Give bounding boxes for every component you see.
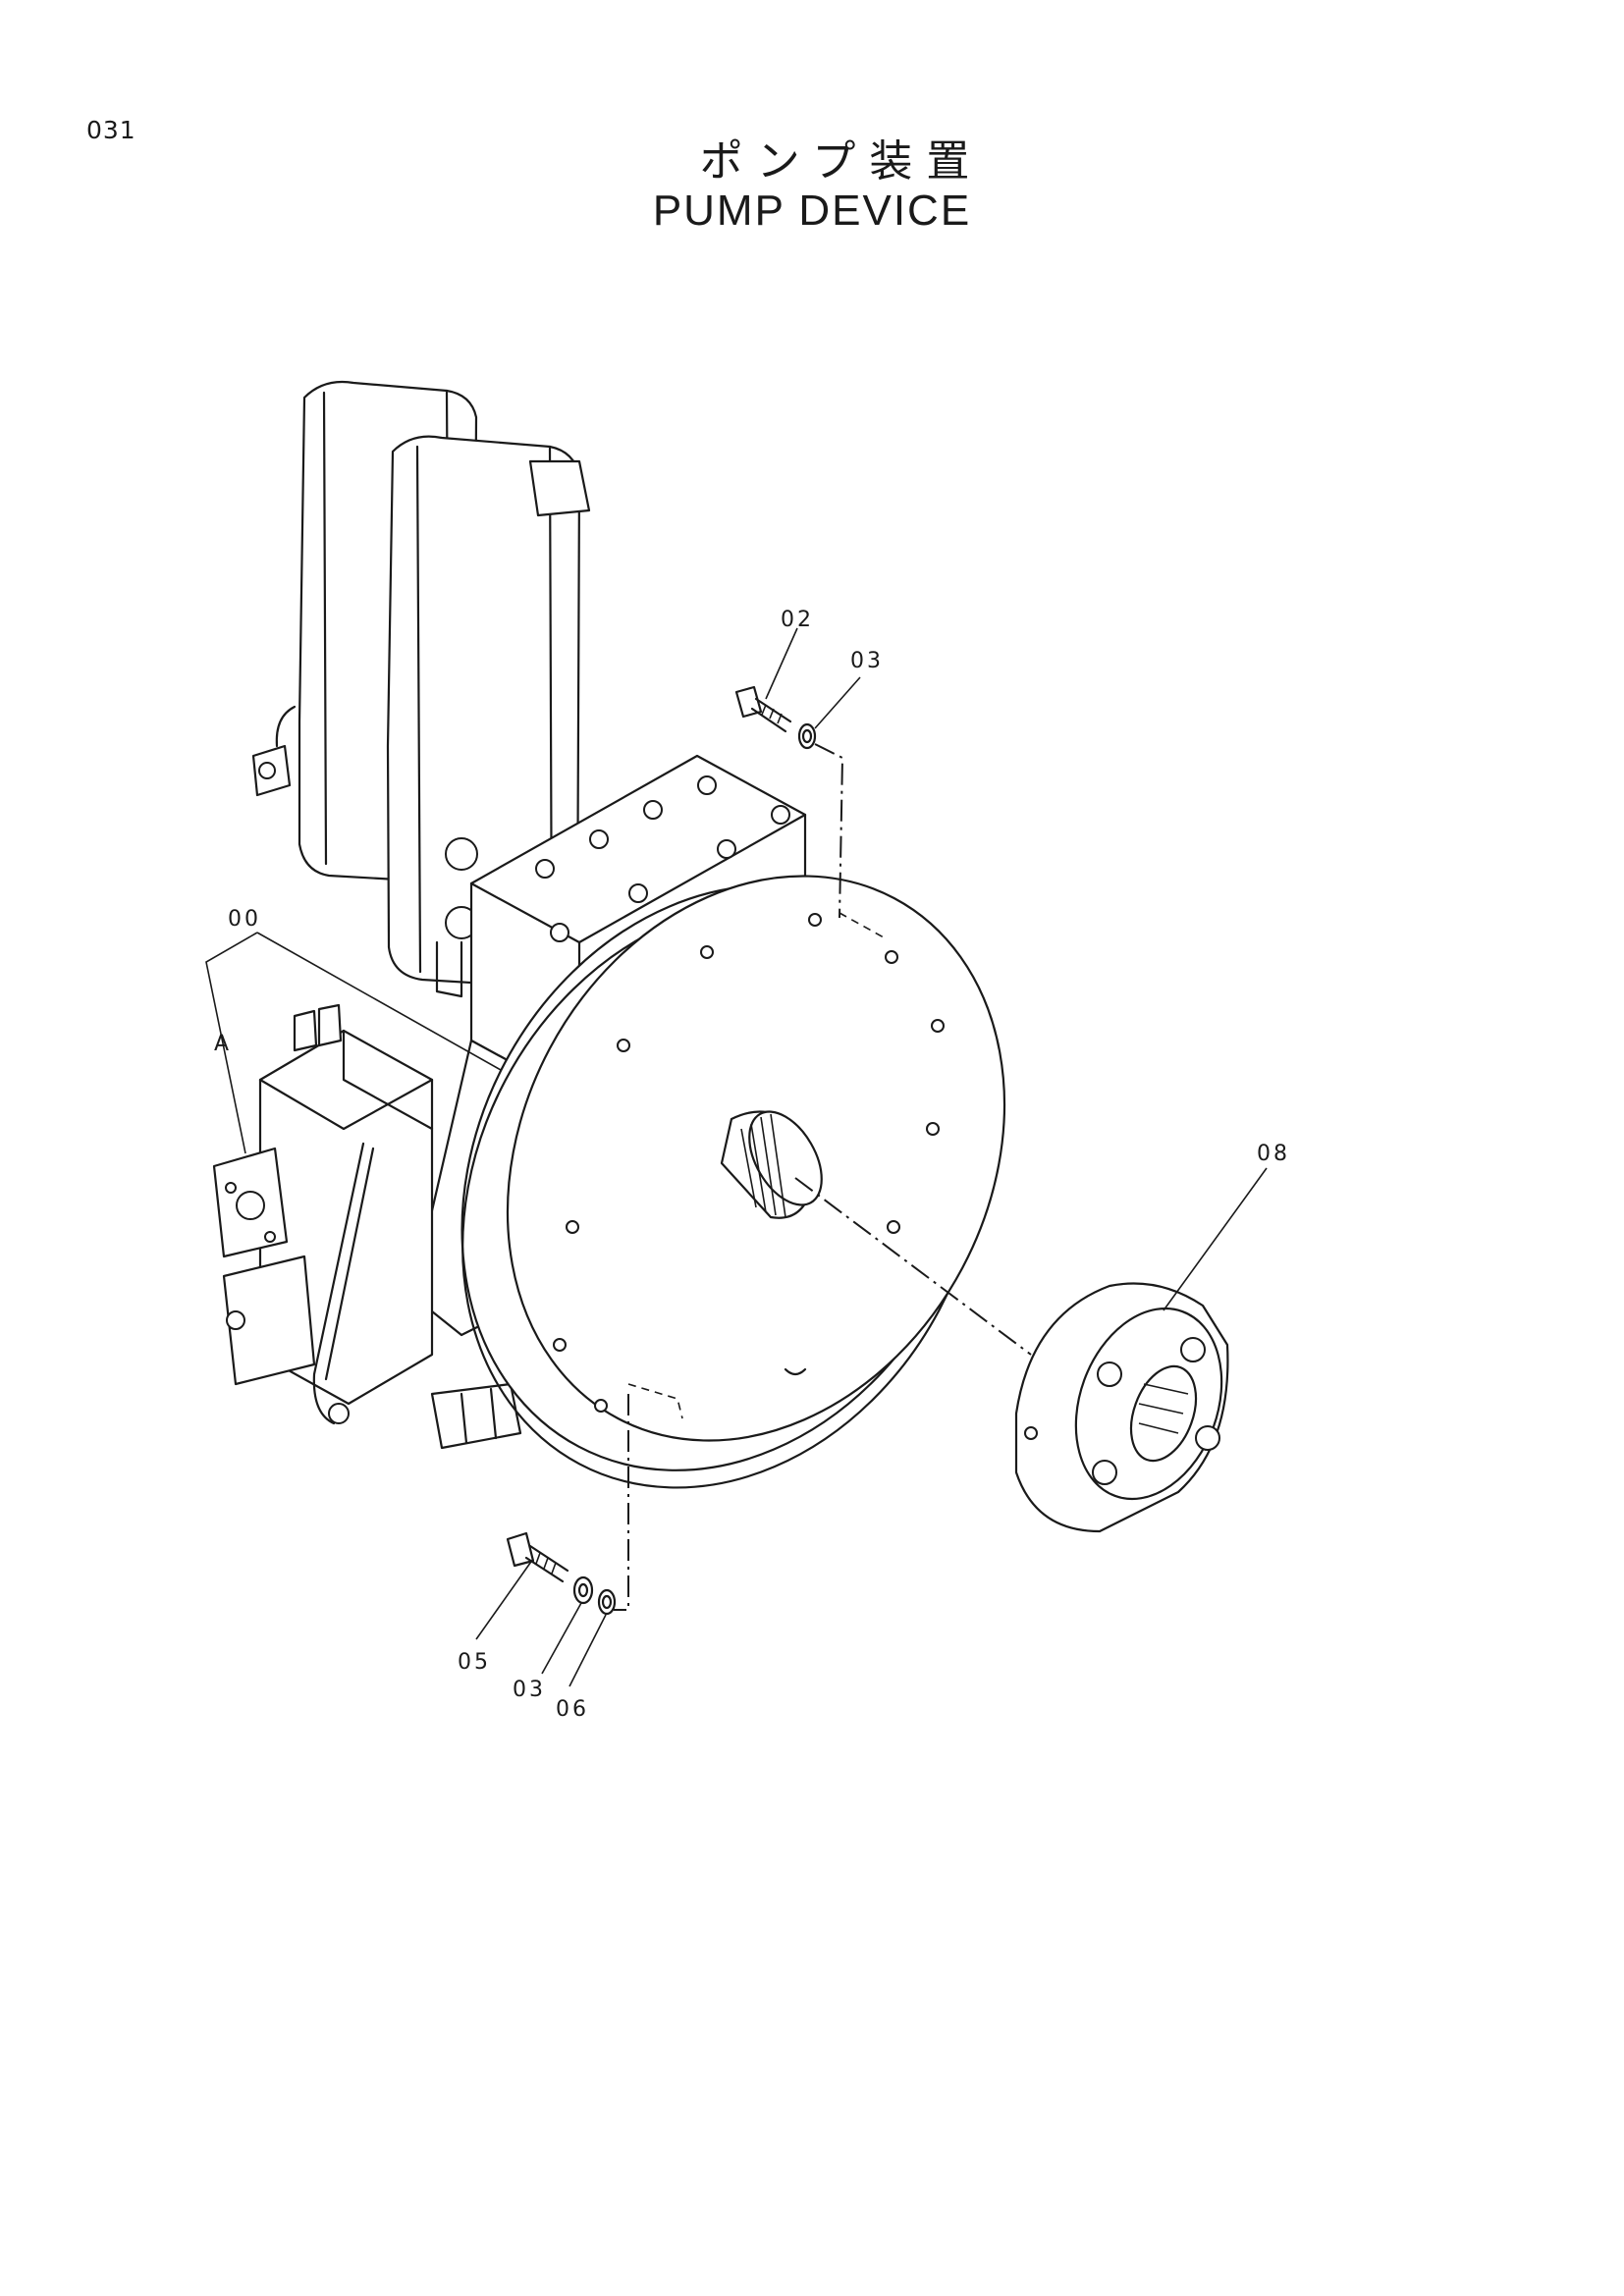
bolt-upper-02 bbox=[734, 685, 792, 733]
page-number: 031 bbox=[86, 116, 136, 144]
washer-06 bbox=[597, 1588, 617, 1616]
callout-03-top: 03 bbox=[850, 649, 884, 673]
leader-lines bbox=[205, 627, 1268, 1687]
splined-shaft bbox=[720, 1110, 823, 1219]
callout-02: 02 bbox=[781, 608, 814, 632]
title-japanese: ポンプ装置 bbox=[699, 136, 984, 187]
callout-05: 05 bbox=[458, 1650, 491, 1675]
callout-06: 06 bbox=[556, 1697, 589, 1722]
title-english: PUMP DEVICE bbox=[652, 187, 972, 235]
callout-A: A bbox=[214, 1032, 232, 1056]
bolt-lower-05 bbox=[506, 1531, 569, 1583]
callout-08: 08 bbox=[1257, 1142, 1290, 1166]
washer-03-bottom bbox=[572, 1575, 594, 1605]
assembly-lines bbox=[614, 743, 1032, 1611]
regulator-block bbox=[212, 1003, 434, 1425]
callout-03-bottom: 03 bbox=[513, 1678, 546, 1702]
callout-00: 00 bbox=[228, 907, 261, 932]
washer-03-top bbox=[797, 722, 817, 750]
coupling-part-08 bbox=[1014, 1282, 1229, 1533]
outlet-fitting bbox=[430, 1382, 522, 1450]
